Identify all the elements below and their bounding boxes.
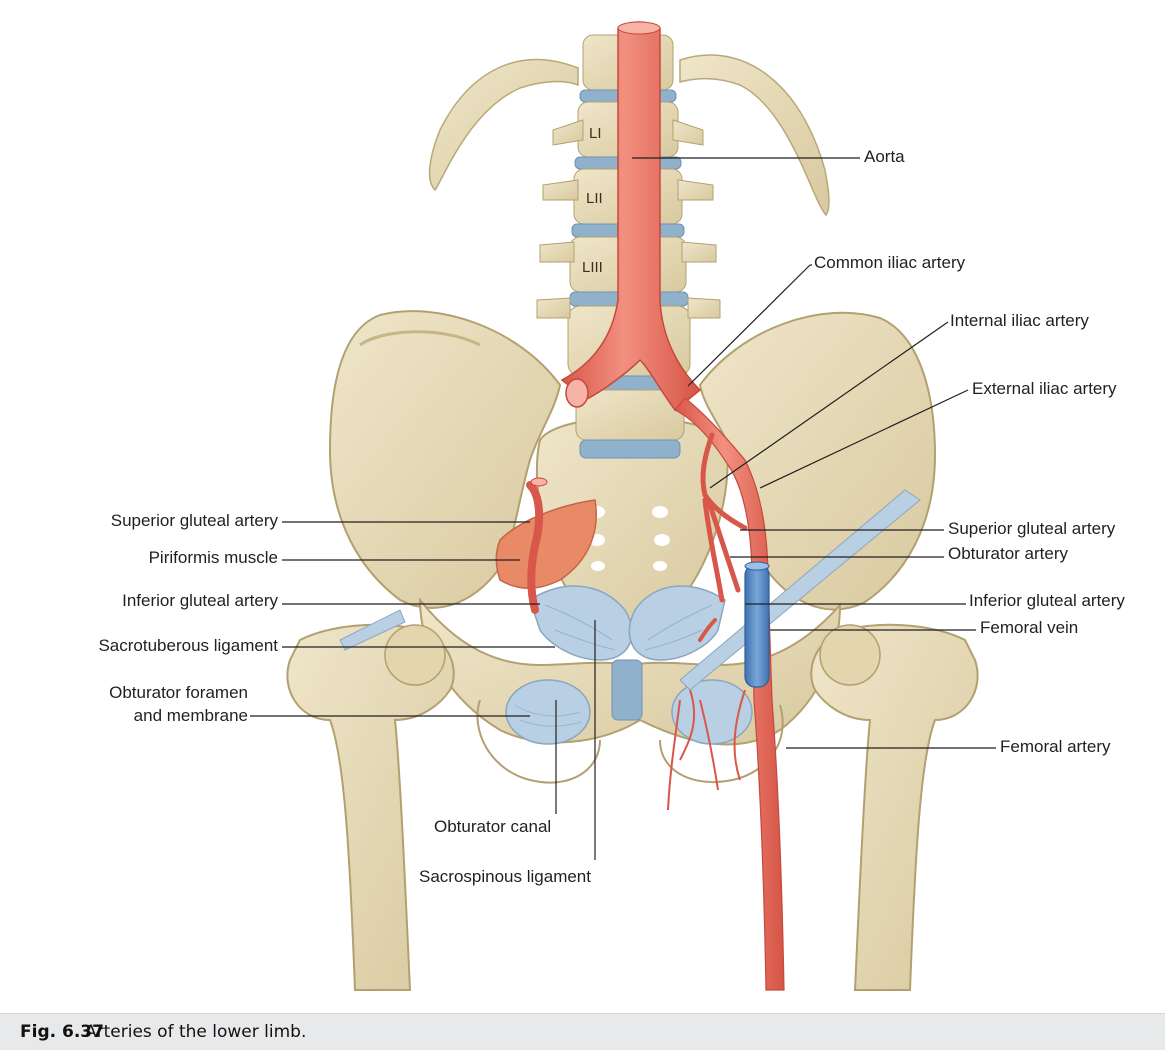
label-obturator-foramen-line1: Obturator foramen	[109, 683, 248, 702]
rib-left	[428, 58, 579, 192]
femoral-vein	[744, 561, 770, 688]
pelvis-illustration	[250, 21, 996, 991]
external-iliac-femoral-artery	[674, 397, 785, 991]
femur-right	[810, 623, 979, 991]
label-obturator-foramen-line2: and membrane	[133, 706, 248, 725]
vertebra-label-l2: LII	[586, 190, 603, 207]
superior-gluteal-artery-left	[526, 477, 548, 614]
label-common-iliac-artery: Common iliac artery	[814, 253, 966, 272]
obturator-membrane-left	[505, 679, 591, 745]
anatomy-figure: LI LII LIII Aorta Common iliac artery In…	[98, 21, 1125, 991]
label-external-iliac-artery: External iliac artery	[972, 379, 1117, 398]
label-inferior-gluteal-artery-right: Inferior gluteal artery	[969, 591, 1125, 610]
inguinal-ligament-right	[679, 489, 921, 691]
pubic-symphysis	[611, 659, 643, 721]
aorta	[560, 21, 702, 412]
rib-right	[679, 54, 830, 217]
label-inferior-gluteal-artery-left: Inferior gluteal artery	[122, 591, 278, 610]
label-superior-gluteal-artery-right: Superior gluteal artery	[948, 519, 1116, 538]
figure-number: Fig. 6.37	[20, 1022, 104, 1042]
label-obturator-canal: Obturator canal	[434, 817, 552, 836]
label-aorta: Aorta	[864, 147, 905, 166]
vertebra-label-l3: LIII	[582, 259, 603, 276]
internal-iliac-branches	[698, 432, 748, 642]
ilium-left	[328, 310, 562, 609]
label-femoral-vein: Femoral vein	[980, 618, 1079, 637]
leader-lines	[250, 157, 996, 860]
label-piriformis-muscle: Piriformis muscle	[148, 548, 278, 567]
vertebra-label-l1: LI	[589, 125, 602, 142]
label-sacrospinous-ligament: Sacrospinous ligament	[419, 867, 591, 886]
label-internal-iliac-artery: Internal iliac artery	[950, 311, 1089, 330]
femur-left	[286, 623, 455, 991]
label-femoral-artery: Femoral artery	[1000, 737, 1111, 756]
figure-caption-text: Arteries of the lower limb.	[85, 1022, 307, 1042]
label-obturator-artery: Obturator artery	[948, 544, 1068, 563]
figure-caption: Fig. 6.37 Arteries of the lower limb.	[0, 1013, 1165, 1050]
label-superior-gluteal-artery-left: Superior gluteal artery	[110, 511, 278, 530]
piriformis-muscle	[495, 499, 597, 589]
label-sacrotuberous-ligament: Sacrotuberous ligament	[98, 636, 278, 655]
obturator-membrane-right	[671, 679, 753, 745]
small-arteries	[667, 689, 746, 811]
